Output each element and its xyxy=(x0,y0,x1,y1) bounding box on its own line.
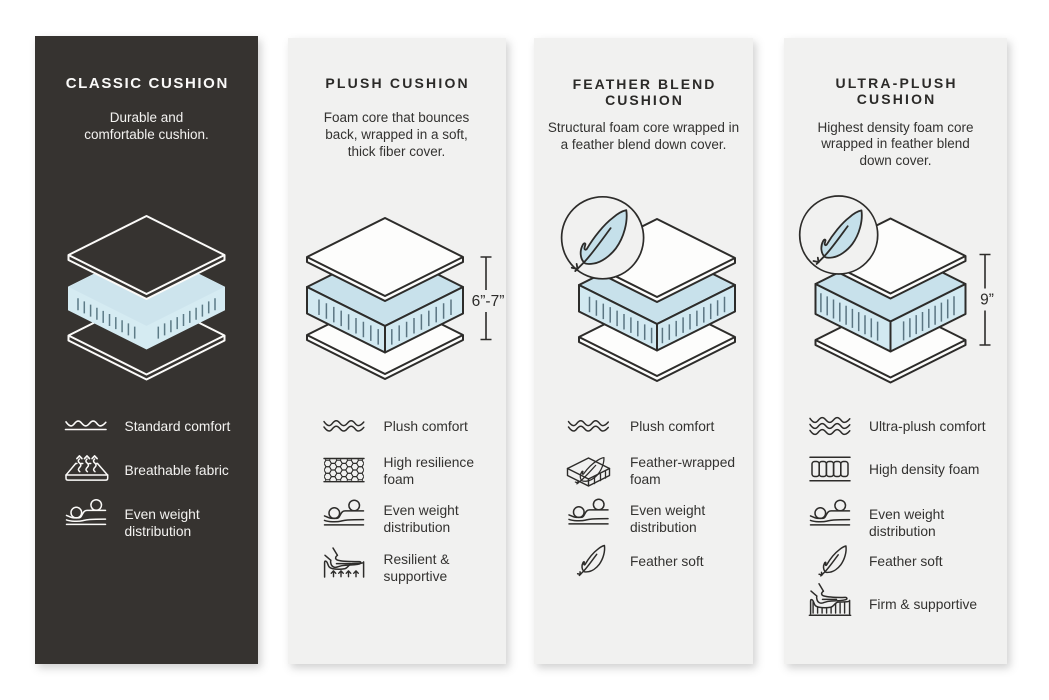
svg-text:9”: 9” xyxy=(980,291,994,308)
svg-text:6”-7”: 6”-7” xyxy=(471,293,504,310)
